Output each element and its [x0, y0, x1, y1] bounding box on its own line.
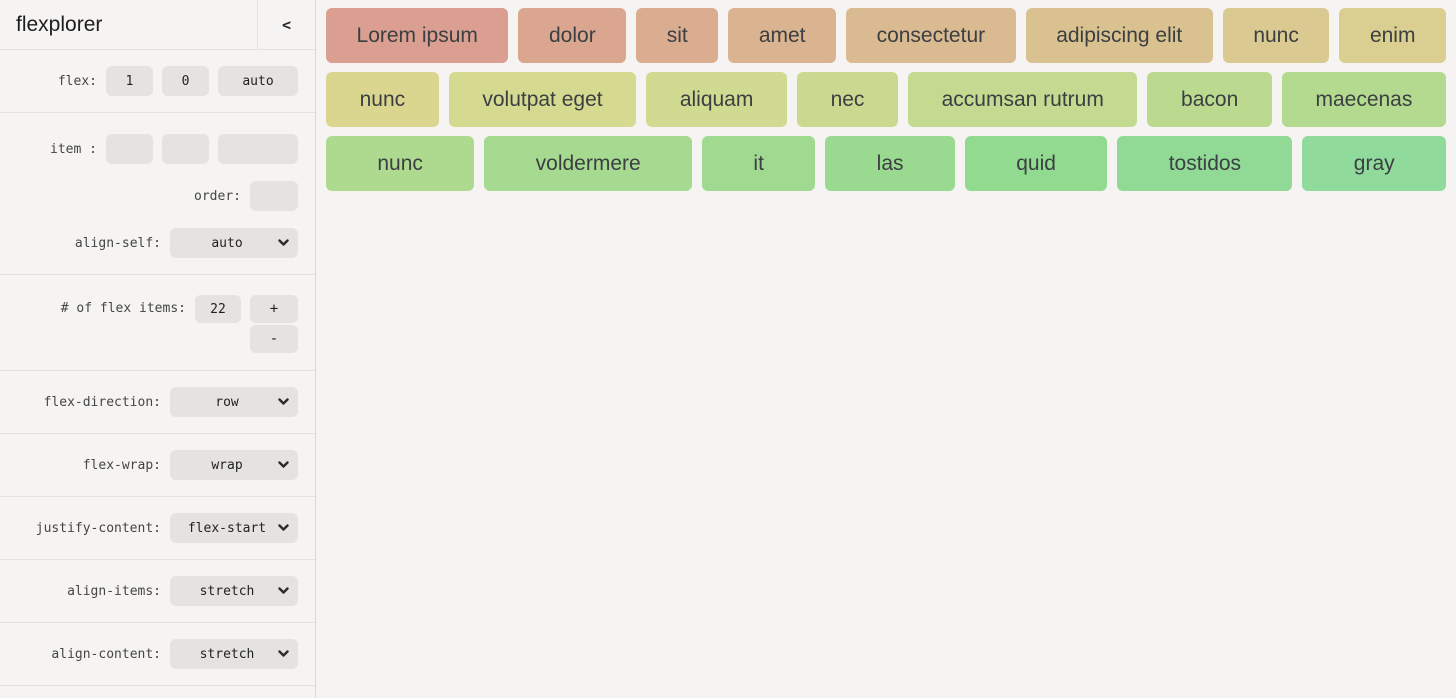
flex-item: it: [702, 135, 816, 191]
flex-direction-label: flex-direction:: [43, 394, 161, 410]
align-self-row: align-self: auto: [17, 228, 298, 258]
flex-shorthand-group: flex:: [0, 50, 315, 113]
justify-content-row: justify-content: flex-start: [17, 513, 298, 543]
item-flex-grow-input[interactable]: [106, 134, 153, 164]
flex-label: flex:: [57, 73, 97, 89]
flex-item: volutpat eget: [448, 71, 637, 127]
item-count-input[interactable]: [195, 295, 241, 323]
align-items-row: align-items: stretch: [17, 576, 298, 606]
chevron-left-icon: <: [281, 15, 292, 34]
align-items-label: align-items:: [67, 583, 161, 599]
flex-shorthand-row: flex:: [17, 66, 298, 96]
align-content-select-wrap: stretch: [170, 639, 298, 669]
item-flex-shrink-input[interactable]: [162, 134, 209, 164]
flex-wrap-group: flex-wrap: wrap: [0, 434, 315, 497]
flex-wrap-label: flex-wrap:: [82, 457, 161, 473]
align-self-select[interactable]: auto: [170, 228, 298, 258]
increment-items-button[interactable]: +: [250, 295, 298, 323]
item-count-row: # of flex items: + -: [17, 295, 298, 353]
flex-item: consectetur: [846, 7, 1016, 63]
align-content-row: align-content: stretch: [17, 639, 298, 669]
item-flex-row: item :: [17, 134, 298, 164]
flex-item: tostidos: [1117, 135, 1293, 191]
flex-item: aliquam: [646, 71, 787, 127]
align-items-select[interactable]: stretch: [170, 576, 298, 606]
sidebar-header: flexplorer <: [0, 0, 315, 50]
align-items-group: align-items: stretch: [0, 560, 315, 623]
flex-item: nunc: [326, 135, 475, 191]
order-label: order:: [194, 188, 241, 204]
flex-grow-input[interactable]: [106, 66, 153, 96]
flex-item: nec: [796, 71, 899, 127]
app-title: flexplorer: [16, 13, 103, 36]
flex-item: sit: [636, 7, 719, 63]
order-input[interactable]: [250, 181, 298, 211]
order-row: order:: [17, 181, 298, 211]
minus-icon: -: [269, 331, 279, 347]
align-self-select-wrap: auto: [170, 228, 298, 258]
plus-icon: +: [269, 301, 279, 317]
flex-item: nunc: [326, 71, 439, 127]
item-label: item :: [50, 141, 97, 157]
flex-item: voldermere: [484, 135, 693, 191]
align-items-select-wrap: stretch: [170, 576, 298, 606]
flex-item: accumsan rutrum: [908, 71, 1138, 127]
flex-item: Lorem ipsum: [326, 7, 509, 63]
flex-item: enim: [1339, 7, 1446, 63]
sidebar: flexplorer < flex: item : order:: [0, 0, 316, 698]
flex-item: las: [825, 135, 955, 191]
justify-content-select-wrap: flex-start: [170, 513, 298, 543]
item-count-group: # of flex items: + -: [0, 275, 315, 371]
flex-direction-group: flex-direction: row: [0, 371, 315, 434]
flex-direction-select-wrap: row: [170, 387, 298, 417]
flex-direction-row: flex-direction: row: [17, 387, 298, 417]
align-content-group: align-content: stretch: [0, 623, 315, 686]
flex-item: nunc: [1222, 7, 1330, 63]
item-flex-basis-input[interactable]: [218, 134, 298, 164]
item-count-stepper: + -: [250, 295, 298, 353]
item-settings-group: item : order: align-self: auto: [0, 113, 315, 275]
flex-item: dolor: [518, 7, 627, 63]
flex-wrap-select[interactable]: wrap: [170, 450, 298, 480]
flex-item: quid: [964, 135, 1108, 191]
flex-item: adipiscing elit: [1025, 7, 1213, 63]
justify-content-select[interactable]: flex-start: [170, 513, 298, 543]
flex-direction-select[interactable]: row: [170, 387, 298, 417]
flex-item: bacon: [1147, 71, 1272, 127]
align-self-label: align-self:: [74, 235, 161, 251]
flex-wrap-select-wrap: wrap: [170, 450, 298, 480]
justify-content-group: justify-content: flex-start: [0, 497, 315, 560]
flex-wrap-row: flex-wrap: wrap: [17, 450, 298, 480]
align-content-label: align-content:: [51, 646, 161, 662]
align-content-select[interactable]: stretch: [170, 639, 298, 669]
flex-basis-input[interactable]: [218, 66, 298, 96]
flex-item: maecenas: [1281, 71, 1446, 127]
flex-item: gray: [1302, 135, 1447, 191]
decrement-items-button[interactable]: -: [250, 325, 298, 353]
item-count-label: # of flex items:: [60, 301, 186, 316]
justify-content-label: justify-content:: [35, 520, 161, 536]
flex-item: amet: [728, 7, 837, 63]
flex-shrink-input[interactable]: [162, 66, 209, 96]
collapse-sidebar-button[interactable]: <: [257, 0, 315, 49]
